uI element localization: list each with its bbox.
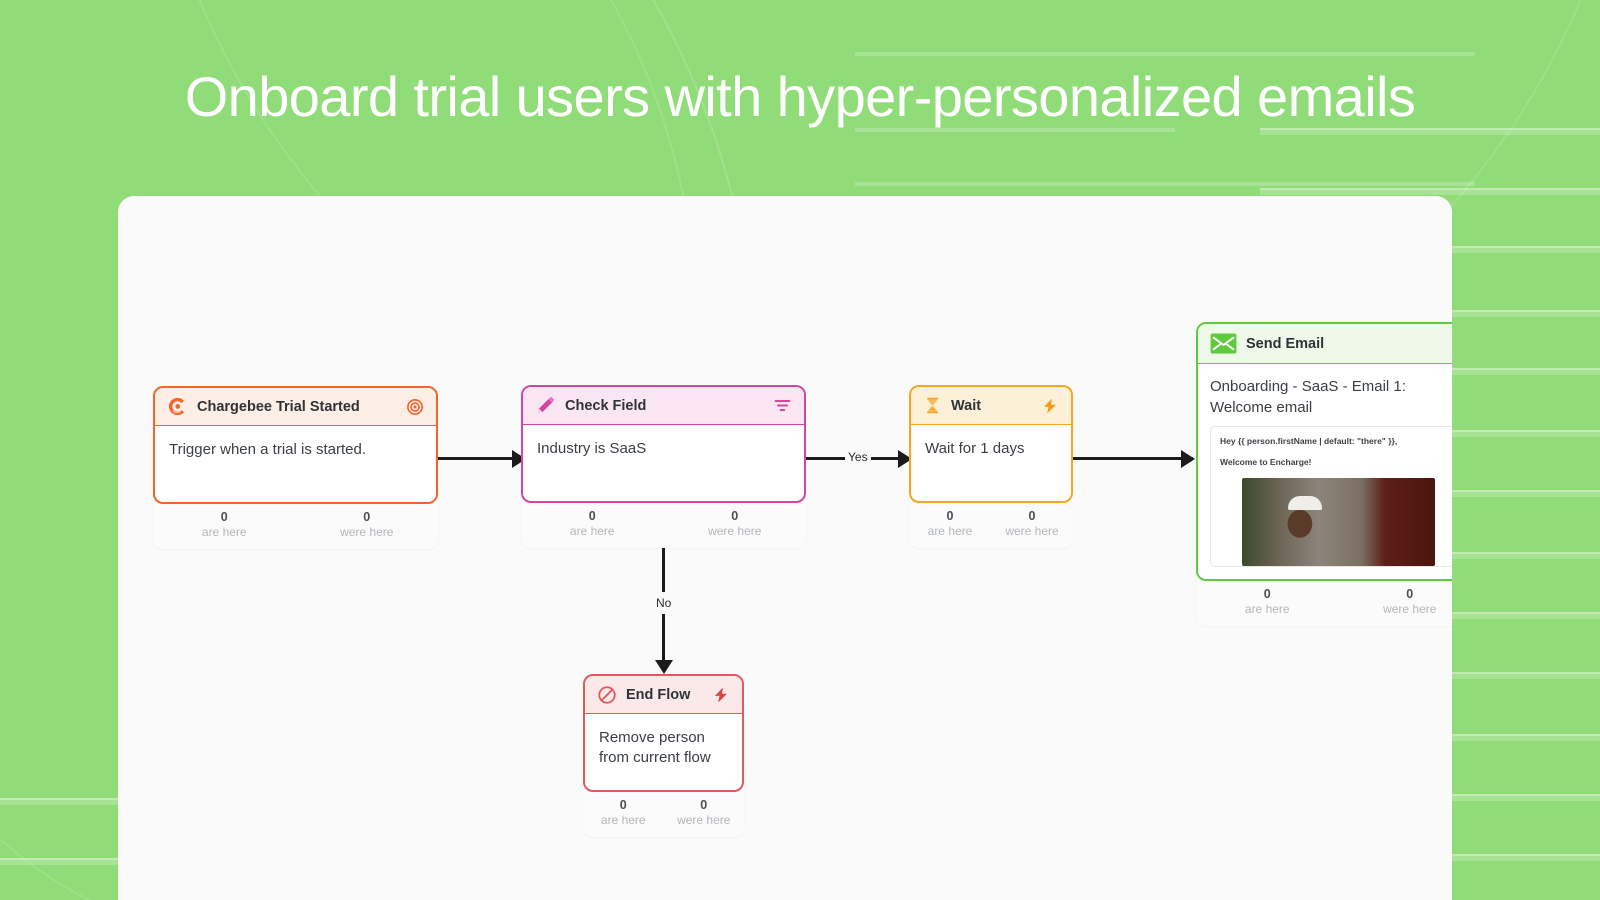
node-header: Check Field <box>523 387 804 425</box>
stat-value: 0 <box>1028 509 1036 523</box>
node-title: Send Email <box>1246 335 1325 352</box>
email-preview-image <box>1242 478 1435 567</box>
stat-label: are here <box>201 525 247 539</box>
edge-check-to-wait-2 <box>866 457 904 460</box>
page-title: Onboard trial users with hyper-personali… <box>184 65 1416 128</box>
hourglass-icon <box>923 396 942 415</box>
edge-wait-to-email <box>1073 457 1193 460</box>
node-header: End Flow <box>585 676 742 714</box>
edge-trigger-to-check <box>438 457 518 460</box>
node-title: End Flow <box>626 686 691 703</box>
email-preview[interactable]: Hey {{ person.firstName | default: "ther… <box>1210 426 1452 568</box>
stat-are-here: 0 are here <box>153 510 296 541</box>
stat-value: 0 <box>700 798 708 812</box>
stat-value: 0 <box>731 509 739 523</box>
edge-label-no: No <box>653 596 675 610</box>
node-title: Chargebee Trial Started <box>197 398 360 415</box>
stat-are-here: 0 are here <box>1196 587 1339 618</box>
node-chargebee-trial-started[interactable]: Chargebee Trial Started Trigger when a t… <box>153 386 438 549</box>
edge-arrow <box>655 660 673 674</box>
email-preview-line-1: Hey {{ person.firstName | default: "ther… <box>1220 436 1398 446</box>
stat-were-here: 0 were here <box>991 509 1073 540</box>
node-body: Trigger when a trial is started. <box>169 441 367 458</box>
node-header: Send Email <box>1198 324 1452 364</box>
node-body: Industry is SaaS <box>537 440 647 457</box>
node-body: Wait for 1 days <box>925 440 1025 457</box>
flow-canvas[interactable]: Yes No Chargebee Trial Started <box>118 196 1452 900</box>
envelope-icon <box>1210 333 1237 354</box>
node-wait[interactable]: Wait Wait for 1 days 0 are here 0 were <box>909 385 1073 548</box>
stat-value: 0 <box>946 509 954 523</box>
node-title: Check Field <box>565 397 647 414</box>
filter-icon[interactable] <box>773 396 792 415</box>
node-send-email[interactable]: Send Email Onboarding - SaaS - Email 1: … <box>1196 322 1452 626</box>
pencil-icon <box>535 395 556 416</box>
target-icon[interactable] <box>406 398 424 416</box>
edge-check-to-end-b <box>662 614 665 666</box>
stat-label: were here <box>677 813 731 827</box>
stat-were-here: 0 were here <box>664 509 807 540</box>
email-preview-line-2: Welcome to Encharge! <box>1220 457 1312 468</box>
stat-were-here: 0 were here <box>296 510 439 541</box>
lightning-bolt-icon[interactable] <box>1041 397 1059 415</box>
stat-were-here: 0 were here <box>1339 587 1453 618</box>
stat-are-here: 0 are here <box>521 509 664 540</box>
node-check-field[interactable]: Check Field Industry is SaaS 0 are here <box>521 385 806 548</box>
node-header: Wait <box>911 387 1071 425</box>
stat-are-here: 0 are here <box>909 509 991 540</box>
stat-value: 0 <box>1263 587 1271 602</box>
flow-diagram: Yes No Chargebee Trial Started <box>118 196 1452 900</box>
node-end-flow[interactable]: End Flow Remove person from current flow… <box>583 674 744 837</box>
lightning-bolt-icon[interactable] <box>712 686 730 704</box>
email-subject: Onboarding - SaaS - Email 1: Welcome ema… <box>1210 378 1406 416</box>
edge-label-yes: Yes <box>845 450 871 464</box>
prohibition-icon <box>597 685 617 705</box>
chargebee-logo-icon <box>167 396 188 417</box>
stat-label: were here <box>708 524 762 538</box>
stat-value: 0 <box>588 509 596 523</box>
stat-label: were here <box>1005 524 1059 538</box>
node-body: Remove person from current flow <box>599 729 711 767</box>
edge-arrow <box>898 450 912 468</box>
node-title: Wait <box>951 397 982 414</box>
stat-value: 0 <box>1406 587 1414 602</box>
stat-label: were here <box>1383 602 1437 617</box>
stat-value: 0 <box>220 510 228 524</box>
edge-arrow <box>1181 450 1195 468</box>
stat-are-here: 0 are here <box>583 798 664 829</box>
node-header: Chargebee Trial Started <box>155 388 436 426</box>
stat-label: are here <box>600 813 646 827</box>
stat-label: are here <box>1244 602 1290 617</box>
stat-value: 0 <box>363 510 371 524</box>
stat-label: are here <box>569 524 615 538</box>
stat-were-here: 0 were here <box>664 798 745 829</box>
stat-value: 0 <box>619 798 627 812</box>
node-body: Onboarding - SaaS - Email 1: Welcome ema… <box>1198 364 1452 579</box>
edge-check-to-wait <box>806 457 846 460</box>
stat-label: were here <box>340 525 394 539</box>
stat-label: are here <box>927 524 973 538</box>
